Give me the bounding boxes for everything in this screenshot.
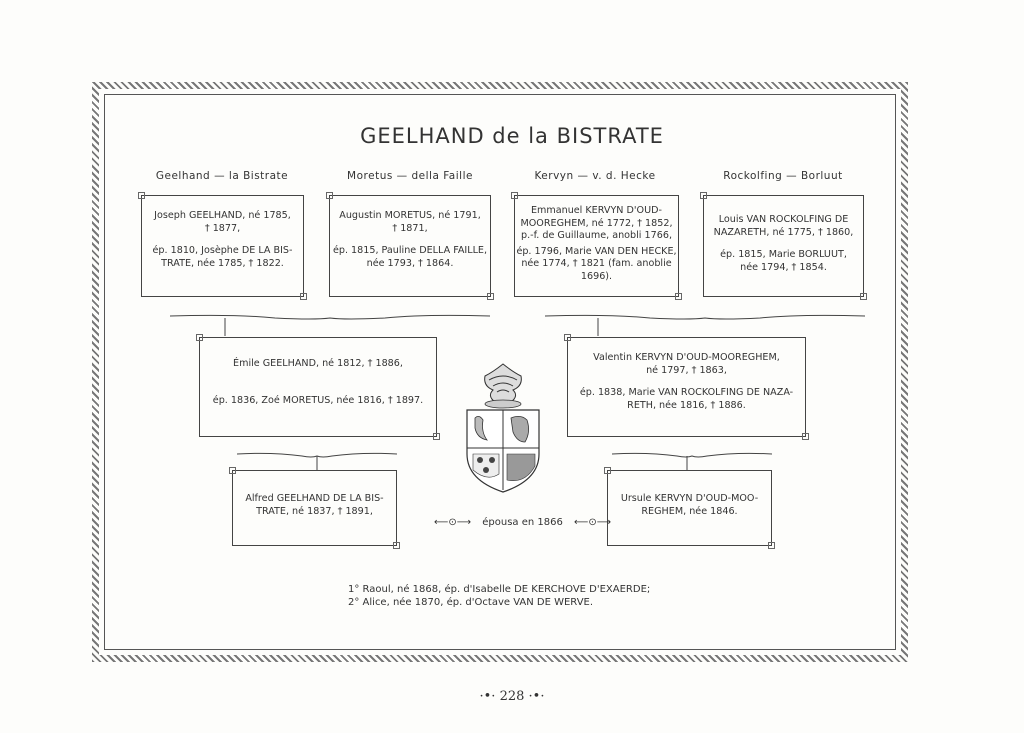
box-line: † 1871, — [392, 222, 428, 234]
box-line: née 1774, † 1821 (fam. anoblie — [521, 258, 672, 269]
box-line: TRATE, née 1785, † 1822. — [161, 257, 284, 269]
brace-kervyn-rockolfing — [544, 314, 866, 336]
column-heading-geelhand: Geelhand — la Bistrate — [155, 170, 289, 182]
ornament-icon: ·•· — [479, 689, 496, 704]
coat-of-arms-icon — [466, 363, 540, 493]
box-line: TRATE, né 1837, † 1891, — [256, 505, 373, 517]
children-list: 1° Raoul, né 1868, ép. d'Isabelle DE KER… — [348, 583, 650, 609]
person-box-louis-rockolfing: Louis VAN ROCKOLFING DE NAZARETH, né 177… — [700, 192, 867, 300]
box-line: née 1793, † 1864. — [366, 257, 454, 269]
page-number: ·•· 228 ·•· — [0, 689, 1024, 704]
box-line: Augustin MORETUS, né 1791, — [339, 210, 481, 221]
column-heading-moretus: Moretus — della Faille — [347, 170, 473, 182]
box-line: Ursule KERVYN D'OUD-MOO- — [620, 493, 759, 504]
box-line: Louis VAN ROCKOLFING DE — [718, 214, 849, 225]
person-box-augustin-moretus: Augustin MORETUS, né 1791, † 1871, ép. 1… — [326, 192, 494, 300]
box-line: Joseph GEELHAND, né 1785, — [154, 210, 291, 221]
ornament-icon: ⟵⊙⟶ — [574, 517, 612, 528]
box-line: REGHEM, née 1846. — [641, 505, 738, 517]
child-line: 2° Alice, née 1870, ép. d'Octave VAN DE … — [348, 597, 594, 608]
marriage-connector: ⟵⊙⟶ épousa en 1866 ⟵⊙⟶ — [434, 517, 611, 528]
marriage-caption: épousa en 1866 — [482, 517, 563, 528]
box-line: 1696). — [580, 270, 613, 282]
inner-frame — [104, 94, 896, 650]
page-number-value: 228 — [499, 689, 525, 704]
person-box-emile-geelhand: Émile GEELHAND, né 1812, † 1886, ép. 183… — [196, 334, 440, 440]
box-line: Valentin KERVYN D'OUD-MOOREGHEM, — [593, 352, 780, 363]
box-line: MOOREGHEM, né 1772, † 1852, — [520, 217, 673, 229]
box-line: ép. 1838, Marie VAN ROCKOLFING DE NAZA- — [579, 387, 794, 398]
box-line: Emmanuel KERVYN D'OUD- — [530, 205, 662, 216]
box-line: ép. 1836, Zoé MORETUS, née 1816, † 1897. — [212, 394, 424, 406]
box-line: ép. 1810, Josèphe DE LA BIS- — [152, 245, 293, 256]
box-line: ép. 1815, Marie BORLUUT, — [720, 249, 847, 260]
page-title: GEELHAND de la BISTRATE — [360, 124, 664, 148]
brace-emile-to-alfred — [236, 452, 398, 470]
person-box-joseph-geelhand: Joseph GEELHAND, né 1785, † 1877, ép. 18… — [138, 192, 307, 300]
box-line: NAZARETH, né 1775, † 1860, — [713, 226, 854, 238]
box-line: née 1794, † 1854. — [740, 261, 827, 273]
brace-valentin-to-ursule — [611, 452, 773, 470]
column-heading-kervyn: Kervyn — v. d. Hecke — [534, 170, 656, 182]
ornament-icon: ·•· — [528, 689, 545, 704]
box-line: ép. 1815, Pauline DELLA FAILLE, — [332, 245, 488, 256]
box-line: p.-f. de Guillaume, anobli 1766, — [520, 230, 672, 241]
child-line: 1° Raoul, né 1868, ép. d'Isabelle DE KER… — [348, 584, 651, 595]
box-line: Émile GEELHAND, né 1812, † 1886, — [233, 358, 403, 369]
column-heading-rockolfing: Rockolfing — Borluut — [723, 170, 843, 182]
person-box-emmanuel-kervyn: Emmanuel KERVYN D'OUD- MOOREGHEM, né 177… — [511, 192, 682, 300]
person-box-alfred-geelhand: Alfred GEELHAND DE LA BIS- TRATE, né 183… — [229, 467, 400, 549]
ornament-icon: ⟵⊙⟶ — [434, 517, 472, 528]
person-box-ursule-kervyn: Ursule KERVYN D'OUD-MOO- REGHEM, née 184… — [604, 467, 775, 549]
box-line: Alfred GEELHAND DE LA BIS- — [245, 493, 384, 504]
box-line: ép. 1796, Marie VAN DEN HECKE, — [516, 245, 677, 257]
box-line: RETH, née 1816, † 1886. — [627, 399, 746, 411]
brace-geelhand-moretus — [169, 314, 491, 336]
box-line: † 1877, — [204, 222, 241, 234]
box-line: né 1797, † 1863, — [646, 364, 727, 376]
person-box-valentin-kervyn: Valentin KERVYN D'OUD-MOOREGHEM, né 1797… — [564, 334, 809, 440]
